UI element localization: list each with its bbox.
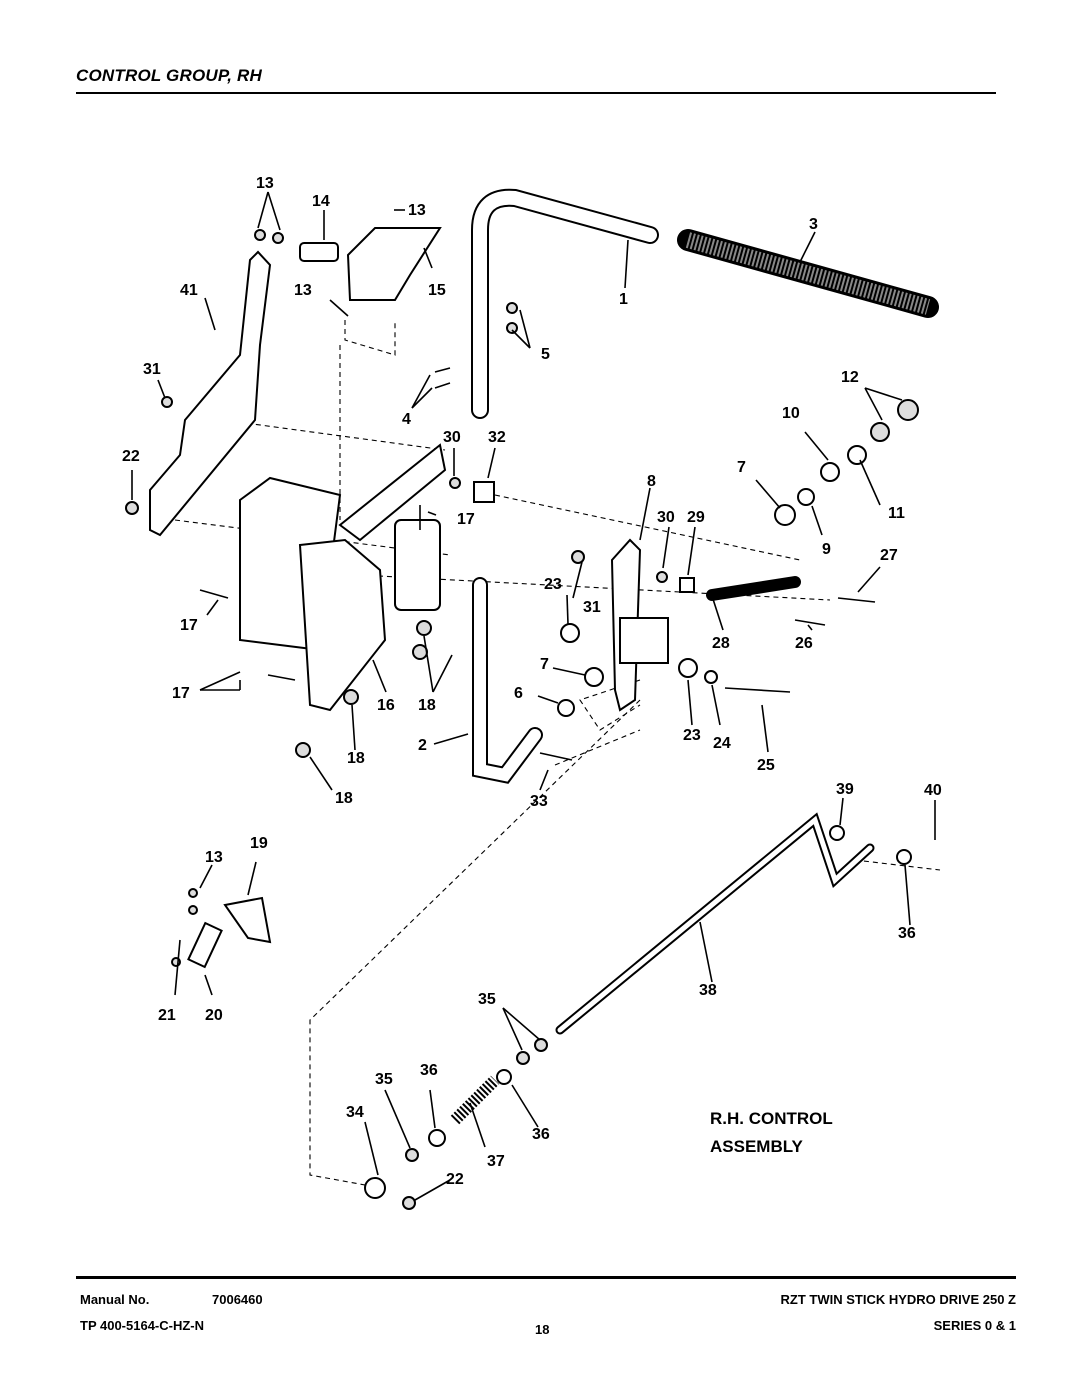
callout: 4 [402, 411, 411, 428]
callout: 19 [250, 835, 268, 852]
callout: 37 [487, 1153, 505, 1170]
callout: 21 [158, 1007, 176, 1024]
callout: 36 [898, 925, 916, 942]
callout: 8 [647, 473, 656, 490]
footer-rule [76, 1276, 1016, 1279]
callout: 36 [420, 1062, 438, 1079]
callout: 18 [335, 790, 353, 807]
assembly-label: R.H. CONTROL [710, 1109, 833, 1128]
pivot-block [619, 617, 669, 664]
callout: 13 [256, 175, 274, 192]
callout: 13 [408, 202, 426, 219]
callout: 22 [446, 1171, 464, 1188]
callout: 3 [809, 216, 818, 233]
callout: 29 [687, 509, 705, 526]
callout: 24 [713, 735, 731, 752]
callout: 16 [377, 697, 395, 714]
callout: 23 [683, 727, 701, 744]
callout: 32 [488, 429, 506, 446]
manual-number: 7006460 [212, 1292, 263, 1307]
callout: 13 [205, 849, 223, 866]
series: SERIES 0 & 1 [933, 1318, 1016, 1333]
damper-28 [706, 576, 801, 601]
callout: 31 [583, 599, 601, 616]
callout: 26 [795, 635, 813, 652]
callout: 25 [757, 757, 775, 774]
callout: 30 [443, 429, 461, 446]
control-lever-1-inner [473, 190, 657, 417]
mount-bracket-16 [298, 538, 387, 712]
callout: 1 [619, 291, 628, 308]
page-number: 18 [535, 1322, 550, 1337]
callout: 27 [880, 547, 898, 564]
title-rule [76, 92, 996, 94]
callout: 17 [172, 685, 190, 702]
spring-37 [450, 1075, 500, 1125]
callout: 17 [180, 617, 198, 634]
hardware [125, 229, 919, 1210]
callout: 23 [544, 576, 562, 593]
callout: 34 [346, 1104, 364, 1121]
callout: 30 [657, 509, 675, 526]
control-rod-38-inner [557, 815, 873, 1033]
bracket-15 [346, 227, 442, 301]
callout: 28 [712, 635, 730, 652]
page-title: CONTROL GROUP, RH [76, 66, 263, 85]
callout: 7 [540, 656, 549, 673]
callout: 6 [514, 685, 523, 702]
callout: 22 [122, 448, 140, 465]
bracket-41 [149, 250, 272, 537]
plate-30 [338, 443, 447, 542]
callout: 33 [530, 793, 548, 810]
product-name: RZT TWIN STICK HYDRO DRIVE 250 Z [780, 1292, 1016, 1307]
slotted-bracket [394, 519, 441, 611]
callout: 20 [205, 1007, 223, 1024]
callout: 17 [457, 511, 475, 528]
callout: 15 [428, 282, 446, 299]
callout: 38 [699, 982, 717, 999]
callout: 7 [737, 459, 746, 476]
callout: 36 [532, 1126, 550, 1143]
manual-label: Manual No. [80, 1292, 150, 1307]
callout: 5 [541, 346, 550, 363]
callout: 35 [478, 991, 496, 1008]
spacer-14 [299, 242, 339, 262]
lever-2-inner [474, 579, 541, 782]
callout-labels: 13 14 13 3 41 13 15 1 5 31 4 12 10 22 30… [122, 175, 942, 1188]
callout: 18 [418, 697, 436, 714]
callout: 11 [888, 505, 905, 522]
callout: 18 [347, 750, 365, 767]
assembly-guide-lines [174, 320, 941, 1186]
assembly-label: ASSEMBLY [710, 1137, 804, 1156]
callout: 9 [822, 541, 831, 558]
leader-lines [131, 191, 936, 1201]
callout: 39 [836, 781, 854, 798]
callout: 12 [841, 369, 859, 386]
callout: 40 [924, 782, 942, 799]
grip-3-texture [685, 232, 931, 315]
callout: 2 [418, 737, 427, 754]
callout: 10 [782, 405, 800, 422]
callout: 14 [312, 193, 330, 210]
callout: 41 [180, 282, 198, 299]
callout: 31 [143, 361, 161, 378]
callout: 35 [375, 1071, 393, 1088]
callout: 13 [294, 282, 312, 299]
tp-number: TP 400-5164-C-HZ-N [80, 1318, 205, 1333]
bracket-19 [223, 896, 272, 944]
